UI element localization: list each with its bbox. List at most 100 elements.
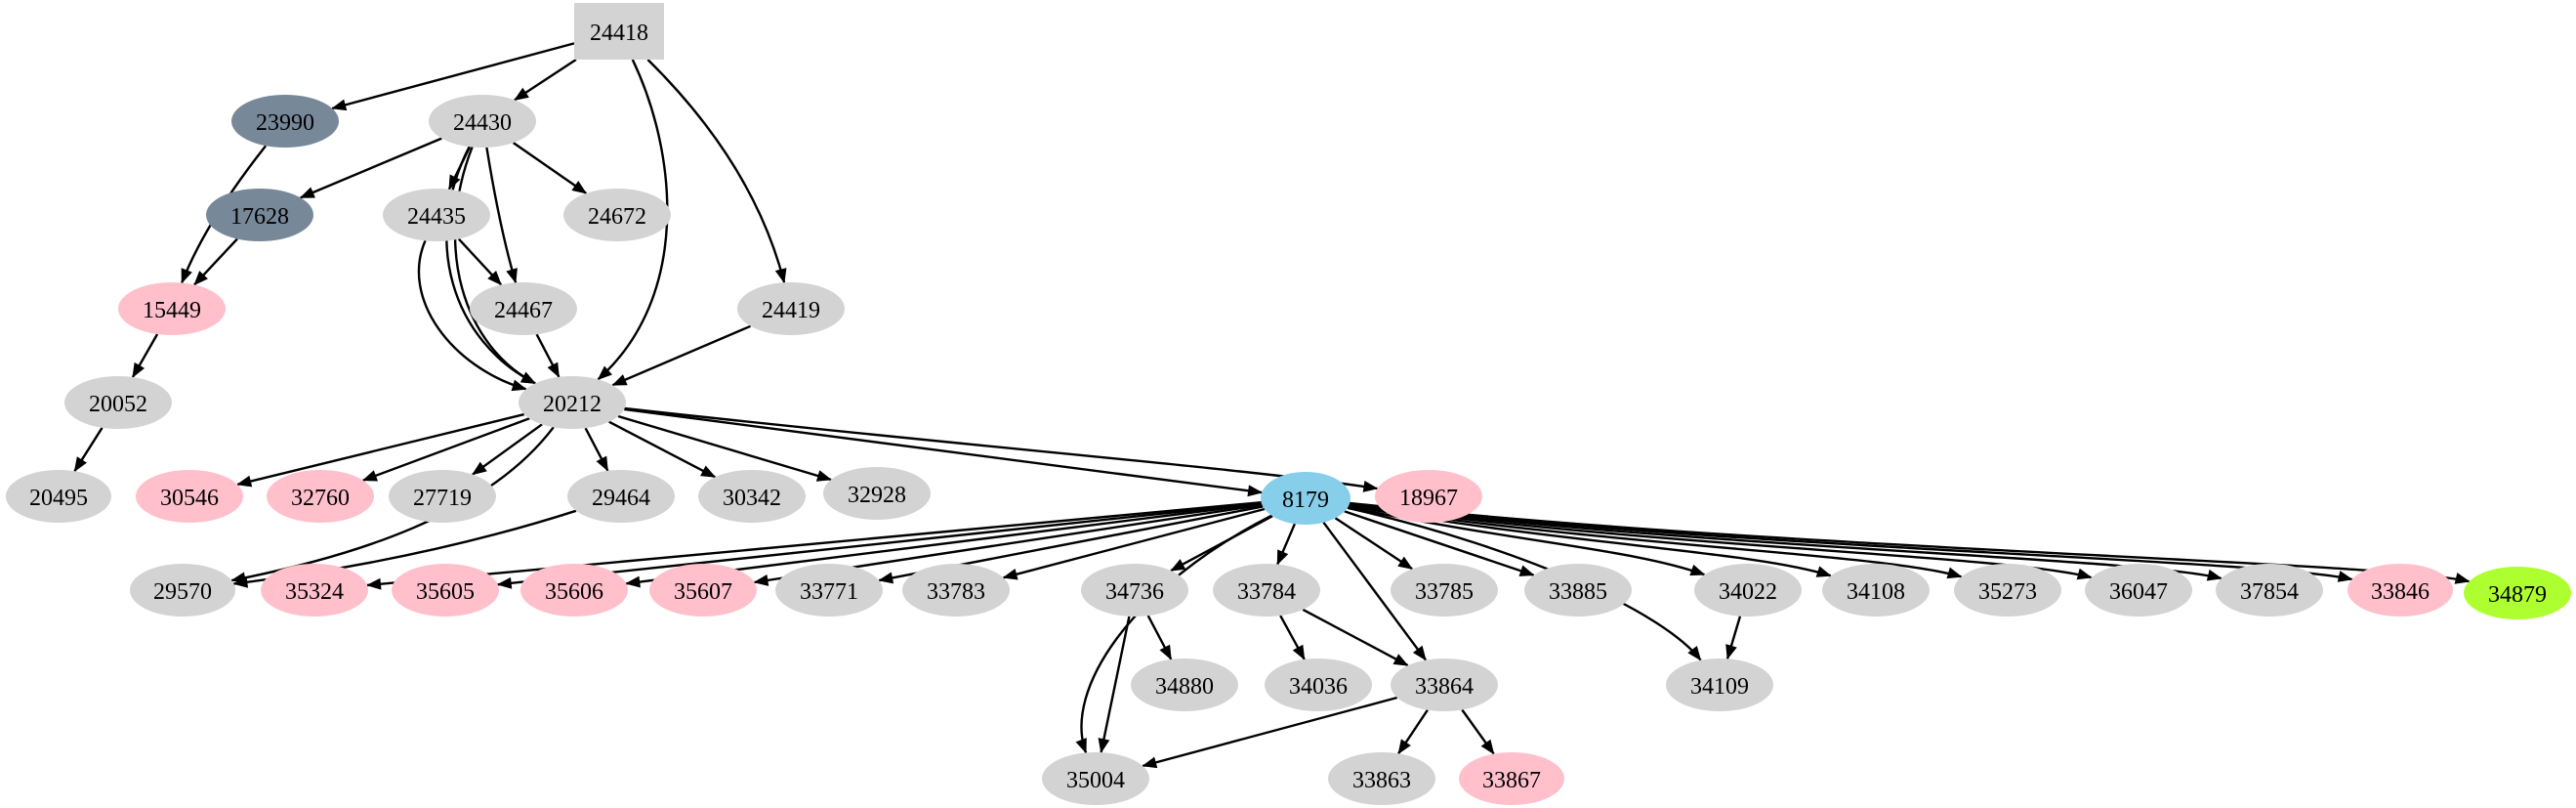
node-label: 30546	[160, 486, 219, 511]
node-ellipse-shape	[267, 470, 374, 523]
edge-33864-33863	[1397, 709, 1429, 755]
node-35273: 35273	[1954, 564, 2061, 617]
node-ellipse-shape	[1694, 564, 1802, 617]
node-ellipse-shape	[64, 376, 172, 429]
node-33864: 33864	[1391, 659, 1498, 711]
edge-8179-35273	[1349, 503, 1963, 579]
node-32760: 32760	[267, 470, 374, 523]
node-ellipse-shape	[519, 376, 626, 429]
node-33771: 33771	[775, 564, 883, 617]
edge-24419-20212	[611, 324, 752, 387]
node-ellipse-shape	[737, 282, 845, 335]
node-label: 24435	[407, 204, 466, 230]
node-label: 34736	[1105, 579, 1164, 605]
node-ellipse-shape	[1822, 564, 1930, 617]
node-label: 35606	[545, 579, 603, 605]
edge-20212-27719	[472, 423, 543, 476]
edge-24418-24419	[646, 59, 787, 284]
edge-33784-34036	[1279, 615, 1306, 660]
node-label: 34879	[2488, 582, 2547, 608]
node-label: 24419	[762, 298, 820, 323]
node-ellipse-shape	[6, 470, 111, 523]
edge-8179-35324	[366, 501, 1262, 590]
edge-24430-17628	[299, 137, 442, 199]
node-ellipse-shape	[1042, 752, 1149, 805]
node-ellipse-shape	[902, 564, 1010, 617]
edge-33864-35004	[1142, 696, 1398, 769]
node-label: 33783	[927, 579, 985, 605]
node-ellipse-shape	[1081, 564, 1188, 617]
node-33784: 33784	[1213, 564, 1320, 617]
edge-20212-32760	[361, 417, 530, 482]
node-34736: 34736	[1081, 564, 1188, 617]
node-ellipse-shape	[823, 467, 931, 520]
node-ellipse-shape	[2464, 567, 2571, 619]
node-label: 33785	[1415, 579, 1474, 605]
edge-33784-33864	[1302, 608, 1409, 667]
node-37854: 37854	[2216, 564, 2323, 617]
edge-20212-29464	[584, 427, 609, 472]
node-label: 37854	[2240, 579, 2299, 605]
node-ellipse-shape	[392, 564, 499, 617]
node-label: 20212	[543, 392, 602, 417]
node-34109: 34109	[1666, 659, 1773, 711]
node-ellipse-shape	[206, 189, 313, 241]
node-33785: 33785	[1391, 564, 1498, 617]
node-label: 29464	[592, 486, 650, 511]
node-33863: 33863	[1328, 752, 1435, 805]
node-label: 33864	[1415, 674, 1474, 700]
node-8179: 8179	[1261, 472, 1350, 525]
node-ellipse-shape	[2216, 564, 2323, 617]
edge-34736-35004	[1098, 616, 1131, 754]
node-ellipse-shape	[567, 470, 675, 523]
node-label: 34036	[1289, 674, 1348, 700]
node-ellipse-shape	[1261, 472, 1350, 525]
node-label: 17628	[230, 204, 289, 230]
node-label: 23990	[256, 110, 314, 136]
node-label: 20495	[29, 486, 88, 511]
node-34036: 34036	[1265, 659, 1372, 711]
edge-24418-24430	[514, 58, 577, 102]
node-24419: 24419	[737, 282, 845, 335]
node-ellipse-shape	[429, 95, 536, 148]
node-ellipse-shape	[1954, 564, 2061, 617]
edge-24435-20212	[417, 239, 527, 392]
node-17628: 17628	[206, 189, 313, 241]
edge-24430-24467	[485, 147, 518, 284]
node-34880: 34880	[1131, 659, 1238, 711]
edge-8179-33864	[1322, 521, 1428, 661]
node-label: 33863	[1352, 768, 1411, 793]
edge-24467-20212	[535, 333, 561, 378]
node-label: 20052	[89, 392, 147, 417]
node-35004: 35004	[1042, 752, 1149, 805]
edge-24430-24672	[513, 142, 588, 194]
node-box-shape	[574, 3, 664, 60]
node-ellipse-shape	[1459, 752, 1564, 805]
node-34108: 34108	[1822, 564, 1930, 617]
edge-24435-24467	[457, 237, 503, 286]
node-24430: 24430	[429, 95, 536, 148]
edge-24430-20212-2	[453, 147, 537, 385]
node-ellipse-shape	[1131, 659, 1238, 711]
node-ellipse-shape	[698, 470, 806, 523]
node-ellipse-shape	[649, 564, 757, 617]
node-23990: 23990	[231, 95, 339, 148]
node-label: 33867	[1482, 768, 1541, 793]
node-label: 30342	[723, 486, 781, 511]
node-ellipse-shape	[520, 564, 628, 617]
edge-20052-20495	[73, 427, 104, 473]
node-ellipse-shape	[563, 189, 671, 241]
node-ellipse-shape	[118, 282, 226, 335]
node-label: 24430	[453, 110, 512, 136]
node-label: 32928	[848, 483, 906, 508]
edge-34022-34109	[1725, 616, 1742, 660]
edge-8179-36047	[1349, 503, 2093, 580]
edge-8179-35004	[1075, 514, 1272, 754]
edge-20212-30342	[608, 420, 717, 479]
node-35605: 35605	[392, 564, 499, 617]
edge-8179-33785	[1334, 517, 1414, 571]
node-label: 34880	[1155, 674, 1214, 700]
